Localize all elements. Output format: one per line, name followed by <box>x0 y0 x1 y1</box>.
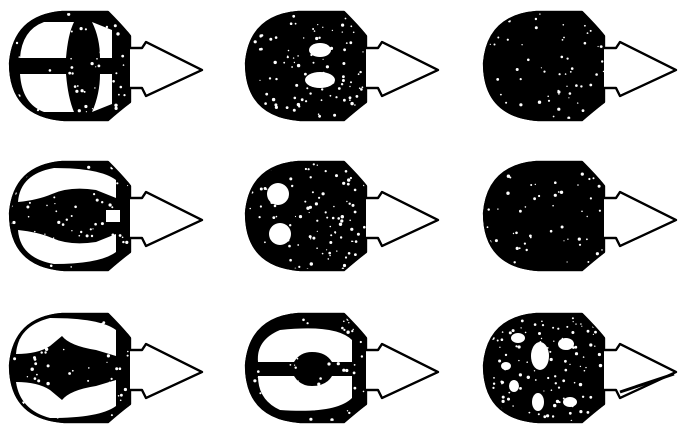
panel-2-1 <box>4 158 209 274</box>
panel-3-2 <box>240 310 445 426</box>
panel-3-3 <box>478 310 681 426</box>
panel-2-2 <box>240 158 445 274</box>
panel-1-1 <box>4 8 209 124</box>
panel-1-3 <box>478 8 681 124</box>
panel-3-1 <box>4 310 209 426</box>
panel-2-3 <box>478 158 681 274</box>
panel-1-2 <box>240 8 445 124</box>
